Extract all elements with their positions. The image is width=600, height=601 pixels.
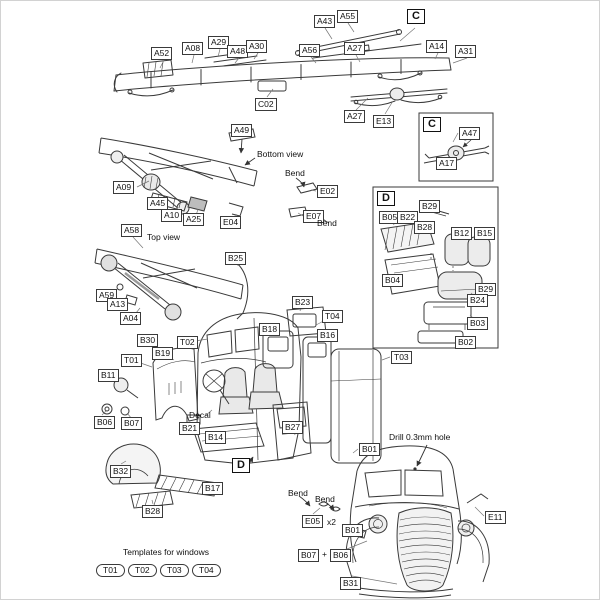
part-label-a29: A29: [208, 36, 230, 49]
part-label-a25: A25: [183, 213, 205, 226]
section-letter-c: C: [423, 117, 441, 132]
part-label-e11: E11: [485, 511, 506, 524]
part-label-b16: B16: [317, 329, 339, 342]
part-label-t01: T01: [121, 354, 142, 367]
part-label-b21: B21: [179, 422, 201, 435]
part-label-a30: A30: [246, 40, 268, 53]
part-label-a58: A58: [121, 224, 143, 237]
part-label-b28: B28: [142, 505, 164, 518]
bend-note-bend: Bend: [288, 488, 308, 498]
part-label-b18: B18: [259, 323, 281, 336]
part-label-b23: B23: [292, 296, 314, 309]
part-label-a47: A47: [459, 127, 481, 140]
part-label-b14: B14: [205, 431, 227, 444]
top-view-note: Top view: [147, 232, 181, 242]
part-label-b27: B27: [282, 421, 304, 434]
truck-front-assembly: [318, 445, 490, 599]
part-label-a17: A17: [436, 157, 458, 170]
part-label-b17: B17: [202, 482, 224, 495]
bend-note-bend: Bend: [315, 494, 335, 504]
part-label-b02: B02: [455, 336, 477, 349]
part-label-a31: A31: [455, 45, 477, 58]
bottom-view-note: Bottom view: [257, 149, 304, 159]
part-label-b06: B06: [330, 549, 352, 562]
part-label-t03: T03: [391, 351, 412, 364]
part-label-c02: C02: [255, 98, 277, 111]
part-label-b32: B32: [110, 465, 132, 478]
part-label-b06: B06: [94, 416, 116, 429]
window-template-pill-t01: T01: [96, 564, 125, 577]
part-label-a56: A56: [299, 44, 321, 57]
part-label-a43: A43: [314, 15, 336, 28]
templates-note: Templates for windows: [123, 547, 209, 557]
section-letter-d: D: [232, 458, 250, 473]
section-letter-c: C: [407, 9, 425, 24]
part-label-b24: B24: [467, 294, 489, 307]
part-label-b22: B22: [397, 211, 419, 224]
part-label-b12: B12: [451, 227, 473, 240]
part-label-a09: A09: [113, 181, 135, 194]
part-label-a08: A08: [182, 42, 204, 55]
part-label-b15: B15: [474, 227, 496, 240]
part-label-t02: T02: [177, 336, 198, 349]
drill-note: Drill 0.3mm hole: [389, 432, 451, 442]
part-label-b03: B03: [467, 317, 489, 330]
part-label-b07: B07: [121, 417, 143, 430]
part-label-a45: A45: [147, 197, 169, 210]
bend-note-bend: Bend: [317, 218, 337, 228]
part-label-a14: A14: [426, 40, 448, 53]
part-label-a52: A52: [151, 47, 173, 60]
top-view-assembly: [94, 248, 249, 321]
part-label-a27: A27: [344, 42, 366, 55]
part-label-b29: B29: [419, 200, 441, 213]
part-label-a48: A48: [227, 45, 249, 58]
part-label-t04: T04: [322, 310, 343, 323]
bend-note-bend: Bend: [285, 168, 305, 178]
part-label-b07: B07: [298, 549, 320, 562]
part-label-b04: B04: [382, 274, 404, 287]
part-label-e05: E05: [302, 515, 324, 528]
part-label-a27: A27: [344, 110, 366, 123]
quantity-note: x2: [327, 517, 336, 527]
section-letter-d: D: [377, 191, 395, 206]
decal-note: Decal: [189, 410, 211, 420]
part-label-b30: B30: [137, 334, 159, 347]
part-label-b01: B01: [342, 524, 364, 537]
part-label-a55: A55: [337, 10, 359, 23]
part-label-b19: B19: [152, 347, 174, 360]
part-label-b25: B25: [225, 252, 247, 265]
window-template-pill-t02: T02: [128, 564, 157, 577]
part-label-e02: E02: [317, 185, 339, 198]
part-label-b11: B11: [98, 369, 119, 382]
chassis-top-assembly: [113, 29, 452, 107]
part-label-e13: E13: [373, 115, 395, 128]
part-label-b01: B01: [359, 443, 381, 456]
part-label-b28: B28: [414, 221, 436, 234]
part-label-e04: E04: [220, 216, 242, 229]
part-label-a13: A13: [107, 298, 129, 311]
part-label-a10: A10: [161, 209, 183, 222]
window-template-pill-t03: T03: [160, 564, 189, 577]
window-template-pill-t04: T04: [192, 564, 221, 577]
plus-note: +: [322, 549, 327, 559]
part-label-a04: A04: [120, 312, 142, 325]
part-label-b31: B31: [340, 577, 362, 590]
part-label-a49: A49: [231, 124, 253, 137]
